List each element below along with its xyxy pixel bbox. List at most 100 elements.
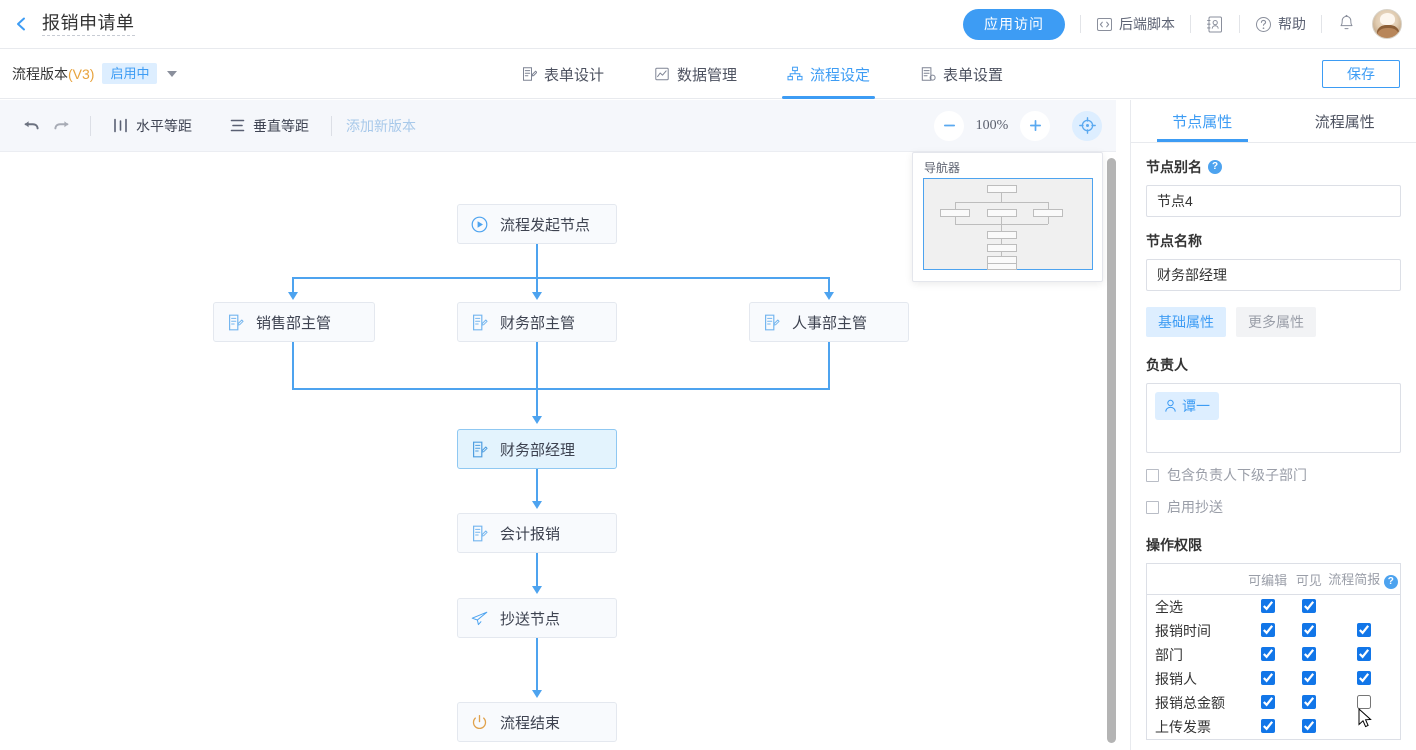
tab-flow-properties[interactable]: 流程属性	[1274, 100, 1416, 142]
minimap-edge	[1048, 202, 1049, 209]
cell-brief[interactable]	[1328, 619, 1400, 643]
horizontal-distribute-icon	[113, 118, 128, 133]
canvas-vertical-scrollbar[interactable]	[1107, 158, 1116, 743]
visible-checkbox[interactable]	[1302, 623, 1316, 637]
vertical-distribute-button[interactable]: 垂直等距	[222, 116, 317, 136]
contacts-button[interactable]	[1206, 15, 1224, 34]
form-design-icon	[521, 66, 537, 82]
cell-editable[interactable]	[1246, 667, 1290, 691]
horizontal-distribute-button[interactable]: 水平等距	[105, 116, 200, 136]
cell-visible[interactable]	[1290, 691, 1328, 715]
brief-checkbox[interactable]	[1357, 623, 1371, 637]
node-alias-input[interactable]	[1146, 185, 1401, 217]
minimap-edge	[955, 217, 956, 224]
question-icon[interactable]: ?	[1384, 575, 1398, 589]
visible-checkbox[interactable]	[1302, 719, 1316, 733]
enable-cc-checkbox-row[interactable]: 启用抄送	[1146, 497, 1401, 517]
row-label: 上传发票	[1147, 715, 1246, 740]
flow-node-label: 财务部主管	[500, 312, 575, 333]
owner-select-box[interactable]: 谭一	[1146, 383, 1401, 453]
redo-button[interactable]	[46, 111, 76, 141]
editable-checkbox[interactable]	[1261, 719, 1275, 733]
editable-checkbox[interactable]	[1261, 647, 1275, 661]
visible-checkbox[interactable]	[1302, 671, 1316, 685]
backend-script-button[interactable]: 后端脚本	[1096, 14, 1175, 34]
flow-node-cc[interactable]: 抄送节点	[457, 598, 617, 638]
zoom-in-button[interactable]	[1020, 111, 1050, 141]
editable-checkbox[interactable]	[1261, 671, 1275, 685]
flow-node-label: 会计报销	[500, 523, 560, 544]
button-label: 水平等距	[136, 116, 192, 136]
segment-basic-properties[interactable]: 基础属性	[1146, 307, 1226, 337]
add-new-version-button[interactable]: 添加新版本	[346, 116, 416, 136]
zoom-out-button[interactable]	[934, 111, 964, 141]
page-title[interactable]: 报销申请单	[42, 12, 135, 36]
avatar[interactable]	[1372, 9, 1402, 39]
cell-editable[interactable]	[1246, 595, 1290, 620]
canvas-toolbar: 水平等距 垂直等距 添加新版本 100%	[0, 100, 1116, 152]
brief-checkbox[interactable]	[1357, 671, 1371, 685]
tab-form-design[interactable]: 表单设计	[496, 49, 629, 99]
tab-node-properties[interactable]: 节点属性	[1131, 100, 1274, 142]
flow-node-accounting[interactable]: 会计报销	[457, 513, 617, 553]
brief-checkbox[interactable]	[1357, 695, 1371, 709]
cell-brief[interactable]	[1328, 691, 1400, 715]
flow-node-sales-supervisor[interactable]: 销售部主管	[213, 302, 375, 342]
minimap-node	[987, 185, 1017, 193]
cell-visible[interactable]	[1290, 715, 1328, 740]
editable-checkbox[interactable]	[1261, 599, 1275, 613]
question-icon[interactable]: ?	[1208, 160, 1222, 174]
cell-editable[interactable]	[1246, 643, 1290, 667]
cell-brief[interactable]	[1328, 667, 1400, 691]
flow-node-start[interactable]: 流程发起节点	[457, 204, 617, 244]
checkbox[interactable]	[1146, 501, 1159, 514]
back-button[interactable]	[0, 0, 42, 49]
minimap-node	[1033, 209, 1063, 217]
cell-visible[interactable]	[1290, 595, 1328, 620]
label-text: 负责人	[1146, 355, 1188, 375]
visible-checkbox[interactable]	[1302, 647, 1316, 661]
tab-flow-settings[interactable]: 流程设定	[762, 49, 895, 99]
flow-node-end[interactable]: 流程结束	[457, 702, 617, 742]
help-button[interactable]: 帮助	[1255, 14, 1306, 34]
cell-visible[interactable]	[1290, 643, 1328, 667]
visible-checkbox[interactable]	[1302, 695, 1316, 709]
visible-checkbox[interactable]	[1302, 599, 1316, 613]
zoom-controls: 100%	[934, 111, 1116, 141]
chevron-down-icon[interactable]	[167, 71, 177, 77]
cell-editable[interactable]	[1246, 691, 1290, 715]
cell-editable[interactable]	[1246, 619, 1290, 643]
include-subdepartment-checkbox-row[interactable]: 包含负责人下级子部门	[1146, 465, 1401, 485]
minimap-edge	[955, 202, 956, 209]
editable-checkbox[interactable]	[1261, 695, 1275, 709]
owner-chip[interactable]: 谭一	[1155, 392, 1219, 420]
bell-icon[interactable]	[1337, 14, 1356, 34]
flow-node-label: 流程结束	[500, 712, 560, 733]
cell-brief[interactable]	[1328, 643, 1400, 667]
person-icon	[1164, 399, 1177, 413]
segment-more-properties[interactable]: 更多属性	[1236, 307, 1316, 337]
arrow-hr	[824, 292, 834, 300]
table-row: 报销人	[1147, 667, 1401, 691]
fit-to-screen-button[interactable]	[1072, 111, 1102, 141]
app-visit-button[interactable]: 应用访问	[963, 9, 1065, 40]
node-name-input[interactable]	[1146, 259, 1401, 291]
save-button[interactable]: 保存	[1322, 60, 1400, 88]
navigator-minimap[interactable]	[923, 178, 1093, 270]
plus-icon	[1027, 117, 1044, 134]
cell-visible[interactable]	[1290, 667, 1328, 691]
cell-visible[interactable]	[1290, 619, 1328, 643]
undo-button[interactable]	[16, 111, 46, 141]
tab-data-management[interactable]: 数据管理	[629, 49, 762, 99]
version-selector[interactable]: 流程版本(V3) 启用中	[0, 63, 177, 84]
editable-checkbox[interactable]	[1261, 623, 1275, 637]
cell-brief	[1328, 595, 1400, 620]
checkbox[interactable]	[1146, 469, 1159, 482]
flow-node-hr-supervisor[interactable]: 人事部主管	[749, 302, 909, 342]
cell-editable[interactable]	[1246, 715, 1290, 740]
brief-checkbox[interactable]	[1357, 647, 1371, 661]
flow-node-finance-supervisor[interactable]: 财务部主管	[457, 302, 617, 342]
tab-form-settings[interactable]: 表单设置	[895, 49, 1028, 99]
divider	[1080, 15, 1081, 33]
flow-node-finance-manager[interactable]: 财务部经理	[457, 429, 617, 469]
